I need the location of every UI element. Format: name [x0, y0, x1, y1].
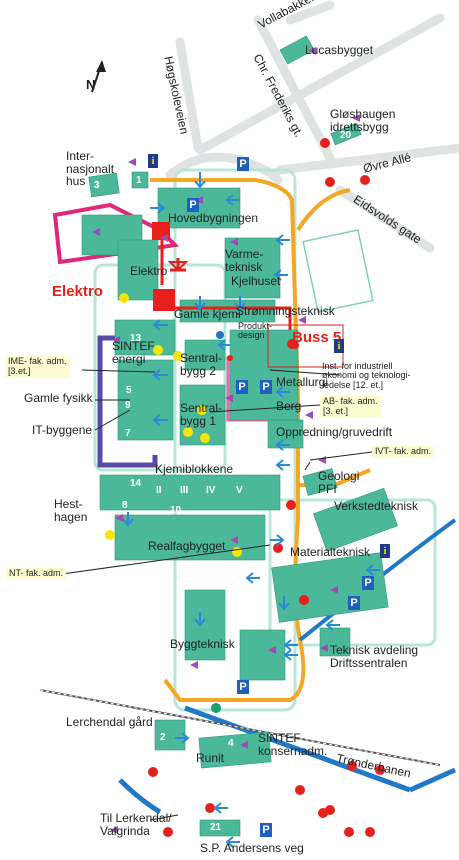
label-hesthagen[interactable]: Hest- hagen	[54, 497, 88, 524]
buildings	[81, 35, 398, 837]
parking-icon[interactable]: P	[236, 380, 248, 394]
label-berg[interactable]: Berg	[276, 399, 302, 413]
parking-icon[interactable]: P	[237, 680, 249, 694]
building-number: 13	[130, 333, 142, 344]
label-it-byggene[interactable]: IT-byggene	[32, 423, 93, 437]
label-stromningsteknisk[interactable]: Strømningsteknisk	[236, 304, 335, 318]
label-materialteknisk[interactable]: Materialteknisk	[290, 545, 371, 559]
building-number: 21	[210, 822, 222, 833]
label-lucasbygget[interactable]: Lucasbygget	[305, 43, 374, 57]
label-sintef-energi[interactable]: SINTEF energi	[112, 339, 155, 366]
label-metallurgi[interactable]: Metallurgi	[276, 375, 329, 389]
callout-nt: NT- fak. adm.	[6, 568, 67, 580]
label-runit[interactable]: Runit	[196, 751, 225, 765]
label-lerchendal[interactable]: Lerchendal gård	[66, 715, 153, 729]
north-label: N	[86, 77, 96, 92]
parking-icon[interactable]: P	[187, 198, 199, 212]
blue-marker	[216, 331, 224, 339]
info-icon[interactable]: i	[334, 339, 344, 353]
label-sentralbygg2[interactable]: Sentral- bygg 2	[180, 351, 223, 378]
north-arrow	[91, 60, 106, 93]
label-teknisk-avdeling[interactable]: Teknisk avdeling Driftssentralen	[330, 643, 419, 670]
building-number: 14	[130, 478, 142, 489]
building-number: 2	[160, 732, 166, 743]
label-realfagbygget[interactable]: Realfagbygget	[148, 539, 226, 553]
building-number: IV	[206, 485, 216, 496]
callout-lines	[54, 369, 373, 821]
parking-icon[interactable]: P	[260, 380, 272, 394]
parking-icon[interactable]: P	[260, 823, 272, 837]
label-hovedbygningen[interactable]: Hovedbygningen	[168, 211, 259, 225]
label-kjemiblokkene[interactable]: Kjemiblokkene	[155, 462, 234, 476]
label-gloshaugen[interactable]: Gløshaugen idrettsbygg	[330, 107, 396, 134]
building-number: 10	[170, 505, 182, 516]
label-produktdesign[interactable]: Produkt- design	[238, 321, 273, 341]
red-dots	[148, 138, 385, 837]
label-buss5[interactable]: Buss 5	[292, 329, 342, 346]
label-gamle-kjemi[interactable]: Gamle kjemi	[174, 307, 241, 321]
callout-ab: AB- fak. adm. [3. et.]	[320, 396, 381, 418]
teal-marker	[211, 703, 221, 713]
parking-icon[interactable]: P	[237, 157, 249, 171]
label-sentralbygg1[interactable]: Sentral- bygg 1	[180, 401, 223, 428]
label-sintef-kons[interactable]: SINTEF konsernadm.	[258, 731, 328, 758]
label-verkstedteknisk[interactable]: Verkstedteknisk	[334, 499, 419, 513]
gamle-kjemi-marker	[153, 289, 175, 311]
label-kjelhuset[interactable]: Kjelhuset	[231, 274, 281, 288]
parking-icon[interactable]: P	[348, 596, 360, 610]
building-number: 9	[125, 400, 131, 411]
building-number: II	[156, 485, 162, 496]
road-label-sp-andersens: S.P. Andersens veg	[200, 841, 304, 855]
label-oppredning[interactable]: Oppredning/gruvedrift	[276, 425, 393, 439]
info-icon[interactable]: i	[380, 544, 390, 558]
label-elektro-red[interactable]: Elektro	[52, 283, 103, 300]
building-number: 1	[136, 175, 142, 186]
callout-ime: IME- fak. adm. [3.et.]	[5, 356, 70, 378]
building-number: III	[180, 485, 189, 496]
callout-industriell: Inst. for industriell økonomi og teknolo…	[322, 361, 411, 390]
blue-road	[118, 705, 457, 815]
label-byggteknisk[interactable]: Byggteknisk	[170, 637, 235, 651]
sports-field	[302, 229, 374, 313]
building-number: 4	[228, 738, 234, 749]
railway	[39, 689, 441, 766]
label-varmeteknisk[interactable]: Varme- teknisk	[225, 247, 264, 274]
label-elektro[interactable]: Elektro	[130, 264, 168, 278]
direction-arrows	[122, 172, 380, 848]
label-gamle-fysikk[interactable]: Gamle fysikk	[24, 391, 93, 405]
entrance-triangles	[92, 47, 360, 834]
blue-road-east	[298, 518, 457, 642]
label-til-lerkendal[interactable]: Til Lerkendal/ Valgrinda	[100, 811, 172, 838]
label-geologi[interactable]: Geologi PFI	[318, 469, 360, 496]
building-number: 5	[126, 385, 132, 396]
building-number: 8	[122, 500, 128, 511]
label-internasjonalt[interactable]: Inter- nasjonalt hus	[66, 149, 115, 189]
building-number: 7	[125, 428, 131, 439]
callout-ivt: IVT- fak. adm.	[372, 446, 435, 458]
building-number: 20	[340, 130, 352, 141]
building-number: 3	[94, 180, 100, 191]
elektro-direction-arrow	[167, 261, 189, 272]
building-number: V	[236, 485, 243, 496]
info-icon[interactable]: i	[148, 154, 158, 168]
parking-icon[interactable]: P	[362, 576, 374, 590]
